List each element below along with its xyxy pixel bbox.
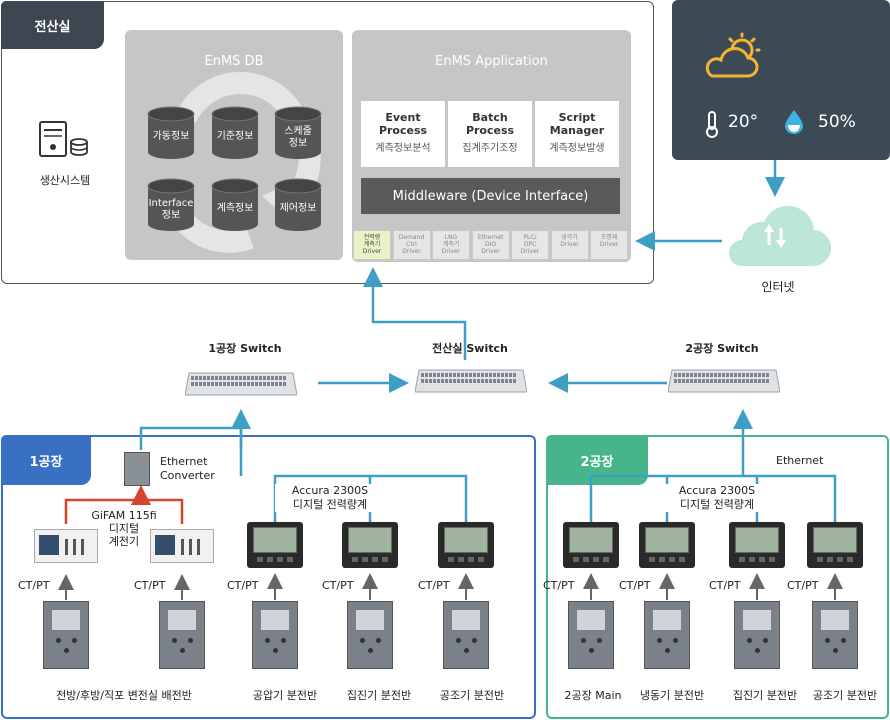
thermometer-icon: [704, 110, 720, 142]
ct-pt-label: CT/PT: [787, 579, 819, 592]
event-process-box: Event Process 계측정보분석: [361, 101, 445, 167]
panel-name-label: 공조기 분전반: [439, 689, 505, 702]
ct-pt-label: CT/PT: [709, 579, 741, 592]
ethernet-converter-icon: [124, 452, 150, 486]
script-manager-box: Script Manager 계측정보발생: [535, 101, 619, 167]
distribution-panel-icon: [443, 601, 489, 669]
database-cylinder: Interface 정보: [146, 178, 196, 232]
ethernet-label: Ethernet: [776, 454, 824, 467]
gifam-relay: [150, 529, 214, 563]
power-meter-icon: [247, 522, 303, 568]
factory2-panel: [546, 435, 889, 719]
panel-name-label: 공압기 분전반: [252, 689, 318, 702]
driver-module: 전력량 계측기 Driver: [353, 230, 391, 260]
driver-module: 조명제 Driver: [590, 230, 628, 260]
ct-pt-label: CT/PT: [18, 579, 50, 592]
db-label: 스케줄 정보: [284, 126, 312, 149]
network-switch-icon: [414, 366, 528, 394]
panel-name-label: 전방/후방/직포 변전실 배전반: [56, 689, 192, 702]
factory2-tab: 2공장: [546, 435, 648, 485]
power-meter-icon: [563, 522, 619, 568]
factory1-switch-label: 1공장 Switch: [208, 342, 282, 355]
network-switch-icon: [184, 369, 298, 397]
power-meter-icon: [438, 522, 494, 568]
distribution-panel-icon: [347, 601, 393, 669]
driver-module: PLC/ OPC Driver: [511, 230, 549, 260]
ct-pt-label: CT/PT: [322, 579, 354, 592]
driver-module: Ethernet DIO Driver: [471, 230, 510, 260]
process-title: Event Process: [378, 111, 428, 137]
driver-module: 냉각기 Driver: [550, 230, 589, 260]
distribution-panel-icon: [644, 601, 690, 669]
distribution-panel-icon: [734, 601, 780, 669]
temperature-value: 20°: [728, 112, 759, 132]
factory1-panel: [1, 435, 536, 719]
database-cylinder: 제어정보: [273, 178, 323, 232]
accura-label: Accura 2300S 디지털 전력량계: [275, 484, 385, 512]
db-label: 제어정보: [279, 203, 317, 214]
db-label: 계측정보: [216, 203, 254, 214]
distribution-panel-icon: [159, 601, 205, 669]
enms-app-title: EnMS Application: [435, 54, 548, 69]
datacenter-tab: 전산실: [1, 1, 104, 49]
panel-name-label: 집진기 분전반: [732, 689, 798, 702]
distribution-panel-icon: [252, 601, 298, 669]
process-title: Script Manager: [549, 111, 605, 137]
distribution-panel-icon: [568, 601, 614, 669]
weather-panel: [672, 0, 890, 160]
process-title: Batch Process: [465, 111, 515, 137]
db-label: 가동정보: [152, 131, 190, 142]
driver-module: Demand Ctrl Driver: [392, 230, 431, 260]
datacenter-switch-label: 전산실 Switch: [432, 342, 508, 355]
partly-cloudy-icon: [702, 32, 766, 84]
database-cylinder: 기준정보: [210, 106, 260, 160]
database-cylinder: 계측정보: [210, 178, 260, 232]
factory2-switch-label: 2공장 Switch: [685, 342, 759, 355]
distribution-panel-icon: [812, 601, 858, 669]
process-sub: 집계주기조정: [462, 143, 518, 154]
accura-label: Accura 2300S 디지털 전력량계: [662, 484, 772, 512]
database-cylinder: 가동정보: [146, 106, 196, 160]
humidity-value: 50%: [818, 112, 856, 132]
enms-db-title: EnMS DB: [204, 54, 264, 69]
power-meter-icon: [639, 522, 695, 568]
datacenter-panel: [1, 1, 654, 284]
gifam-relay: [34, 529, 98, 563]
power-meter-icon: [342, 522, 398, 568]
ct-pt-label: CT/PT: [619, 579, 651, 592]
panel-name-label: 공조기 분전반: [812, 689, 878, 702]
middleware-label: Middleware (Device Interface): [392, 188, 589, 204]
ct-pt-label: CT/PT: [418, 579, 450, 592]
panel-name-label: 냉동기 분전반: [639, 689, 705, 702]
database-cylinder: 스케줄 정보: [273, 106, 323, 160]
batch-process-box: Batch Process 집계주기조정: [448, 101, 532, 167]
ct-pt-label: CT/PT: [543, 579, 575, 592]
panel-name-label: 2공장 Main: [564, 689, 622, 702]
factory1-tab: 1공장: [1, 435, 91, 485]
water-drop-icon: [784, 109, 804, 139]
production-system-label: 생산시스템: [39, 174, 91, 187]
panel-name-label: 집진기 분전반: [346, 689, 412, 702]
internet-label: 인터넷: [761, 280, 795, 294]
network-switch-icon: [667, 366, 781, 394]
ct-pt-label: CT/PT: [134, 579, 166, 592]
ct-pt-label: CT/PT: [227, 579, 259, 592]
power-meter-icon: [729, 522, 785, 568]
middleware-bar: Middleware (Device Interface): [361, 178, 620, 214]
process-sub: 계측정보분석: [375, 143, 431, 154]
db-label: 기준정보: [216, 131, 254, 142]
driver-module: LNG 계측기 Driver: [432, 230, 470, 260]
ethernet-converter-label: Ethernet Converter: [160, 455, 215, 482]
power-meter-icon: [807, 522, 863, 568]
db-label: Interface 정보: [148, 198, 194, 221]
internet-cloud-icon: [722, 196, 832, 276]
process-sub: 계측정보발생: [549, 143, 605, 154]
server-icon: [38, 120, 90, 164]
distribution-panel-icon: [43, 601, 89, 669]
